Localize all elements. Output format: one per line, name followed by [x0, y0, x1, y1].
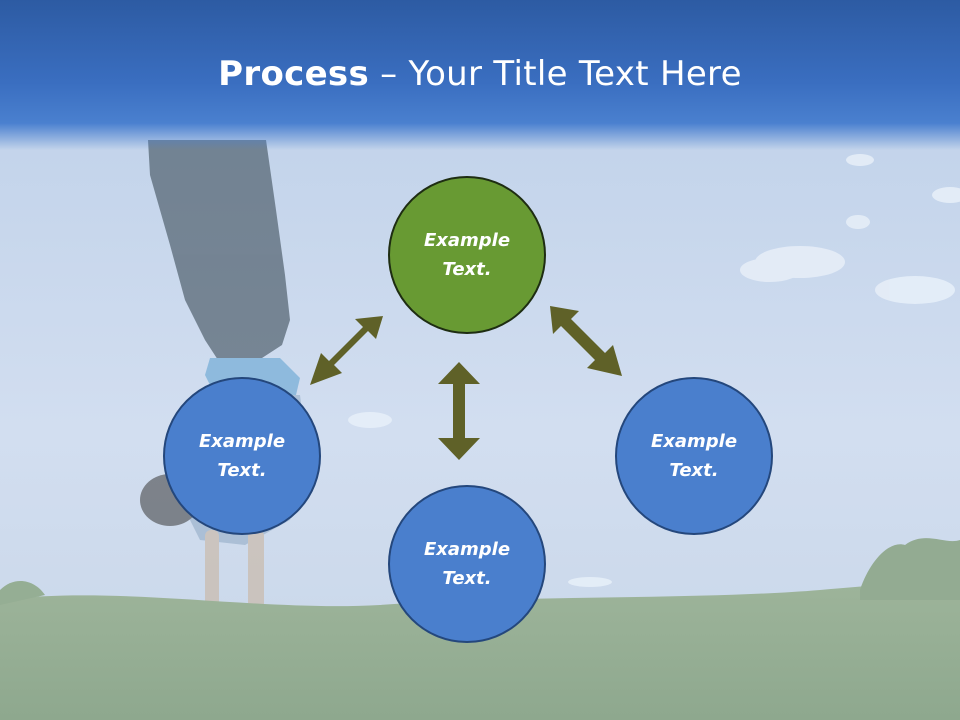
title-rest: – Your Title Text Here [369, 54, 742, 94]
left-node: Example Text. [163, 377, 321, 535]
center-node-label: Example Text. [423, 230, 511, 280]
double-headed-arrow-icon [550, 306, 622, 376]
double-headed-arrow-icon [310, 316, 383, 385]
bottom-node-label: Example Text. [423, 539, 511, 589]
right-node-label: Example Text. [650, 431, 738, 481]
center-node: Example Text. [388, 176, 546, 334]
title-bold: Process [218, 54, 370, 94]
left-node-label: Example Text. [198, 431, 286, 481]
clouds [348, 154, 960, 587]
double-headed-arrow-icon [438, 362, 480, 460]
bottom-node: Example Text. [388, 485, 546, 643]
title-bar [0, 0, 960, 150]
slide-title: Process – Your Title Text Here [0, 52, 960, 96]
grass-field [0, 538, 960, 720]
right-node: Example Text. [615, 377, 773, 535]
